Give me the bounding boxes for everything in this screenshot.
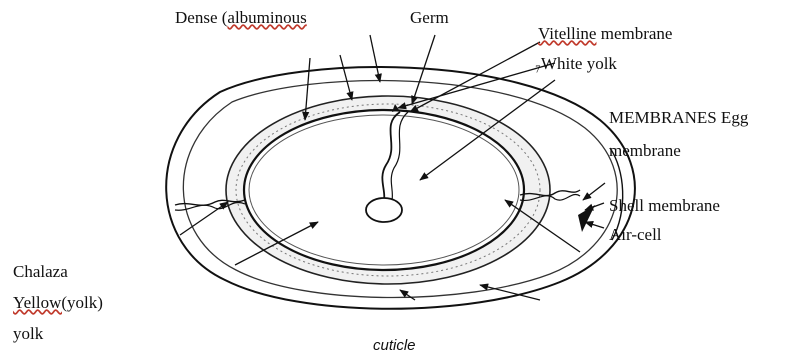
dense-word: albuminous [227,8,306,27]
membrane-label: membrane [609,141,681,161]
yellow-rest: yolk) [67,293,103,312]
chalaza-label: Chalaza [13,262,68,282]
shell-membrane-label: Shell membrane [609,196,720,216]
yolk-label: yolk [13,324,43,344]
germ-label: Germ [410,8,449,28]
yellow-word: Yellow( [13,293,67,312]
cuticle-label: cuticle [373,336,416,356]
white-yolk-label: ₇White yolk [535,54,617,74]
vitelline-label: Vitelline membrane [538,24,672,44]
dense-prefix: Dense ( [175,8,227,27]
yellow-yolk-label: Yellow(yolk) [13,293,103,313]
vitelline-word: Vitelline [538,24,596,43]
air-cell-label: Air-cell [609,225,662,245]
vitelline-rest: membrane [596,24,672,43]
dense-label: Dense (albuminous [175,8,307,28]
membranes-label: MEMBRANES Egg [609,108,748,128]
